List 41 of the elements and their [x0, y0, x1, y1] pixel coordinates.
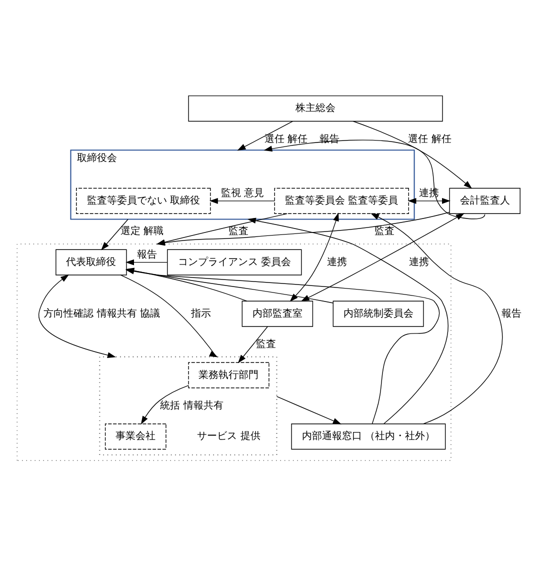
node-box: 内部監査室 [242, 300, 314, 326]
arrow [237, 120, 294, 150]
edge-label: 監査 [374, 226, 394, 237]
arrow [120, 274, 218, 357]
arrow [238, 326, 268, 363]
edge-label: 選任 解任 [264, 133, 308, 144]
arrow [101, 218, 128, 250]
cluster [16, 243, 452, 460]
label: サービス 提供 [197, 430, 260, 442]
arrow [209, 197, 275, 204]
edge-label: 方向性確認 情報共有 協議 [44, 308, 160, 319]
edge-label: 連携 [408, 256, 429, 268]
node-box: 代表取締役 [56, 248, 127, 275]
node-box: 内部通報窓口 （社内・社外） [291, 423, 446, 450]
edge-label: 選任 解任 [408, 133, 452, 144]
arrow [140, 384, 189, 424]
edge-label: 選定 解職 [120, 226, 164, 237]
arrow [408, 197, 450, 204]
edge-label: 監査 [256, 338, 276, 350]
node-box: 会計監査人 [449, 187, 520, 214]
arrow [370, 212, 503, 424]
arrow [352, 120, 472, 188]
node-box: 事業会社 [104, 423, 166, 450]
node-box: コンプライアンス 委員会 [167, 248, 302, 275]
cluster [99, 356, 278, 455]
node-box: 監査等委員でない 取締役 [76, 187, 211, 214]
edge-label: 報告 [501, 308, 522, 319]
edge-label: 監査 [228, 226, 248, 237]
edge-label: 統括 情報共有 [160, 400, 224, 411]
arrow [126, 258, 168, 265]
arrow [247, 217, 448, 424]
edge-label: 連携 [327, 256, 348, 268]
node-box: 監査等委員会 監査等委員 [274, 187, 409, 214]
node-box: 内部統制委員会 [332, 300, 424, 326]
edge-label: 指示 [190, 308, 211, 319]
node-box: 業務執行部門 [188, 362, 270, 388]
arrow [38, 274, 116, 358]
edge-label: 監視 意見 [220, 188, 264, 199]
arrow [276, 396, 342, 424]
node-box: 株主総会 [188, 94, 443, 122]
edge-label: 報告 [136, 249, 157, 260]
